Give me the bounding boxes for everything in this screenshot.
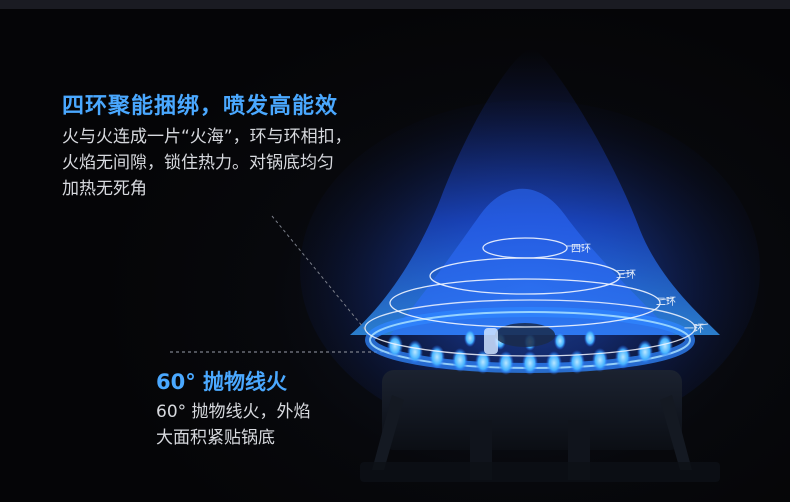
feature-title-four-rings: 四环聚能捆绑，喷发高能效 xyxy=(62,94,339,119)
top-divider-band xyxy=(0,0,790,9)
ring-label-4: 四环 xyxy=(571,244,591,255)
ring-label-2: 二环 xyxy=(656,297,676,308)
feature-title-parabolic-flame: 60° 抛物线火 xyxy=(156,370,288,394)
burner-stand xyxy=(360,370,720,482)
ring-leader-lines xyxy=(566,245,709,327)
burner-cap xyxy=(495,323,555,347)
ignition-pin xyxy=(484,328,498,354)
ring-label-1: 一环 xyxy=(684,324,704,335)
feature-description-parabolic-flame: 60° 抛物线火，外焰 大面积紧贴锅底 xyxy=(156,399,311,451)
ring-label-3: 三环 xyxy=(616,270,636,281)
inner-flame xyxy=(390,188,675,335)
description-line: 60° 抛物线火，外焰 xyxy=(156,402,311,422)
description-line: 加热无死角 xyxy=(62,179,147,199)
ring-2-outline xyxy=(389,278,661,328)
guide-line-diagonal xyxy=(271,215,373,339)
description-line: 大面积紧贴锅底 xyxy=(156,428,275,448)
ring-1-outline xyxy=(364,299,696,357)
ring-3-outline xyxy=(429,257,621,295)
description-line: 火与火连成一片“火海”，环与环相扣， xyxy=(62,127,352,147)
description-line: 火焰无间隙，锁住热力。对锅底均匀 xyxy=(62,153,334,173)
feature-description-four-rings: 火与火连成一片“火海”，环与环相扣， 火焰无间隙，锁住热力。对锅底均匀 加热无死… xyxy=(62,124,422,202)
